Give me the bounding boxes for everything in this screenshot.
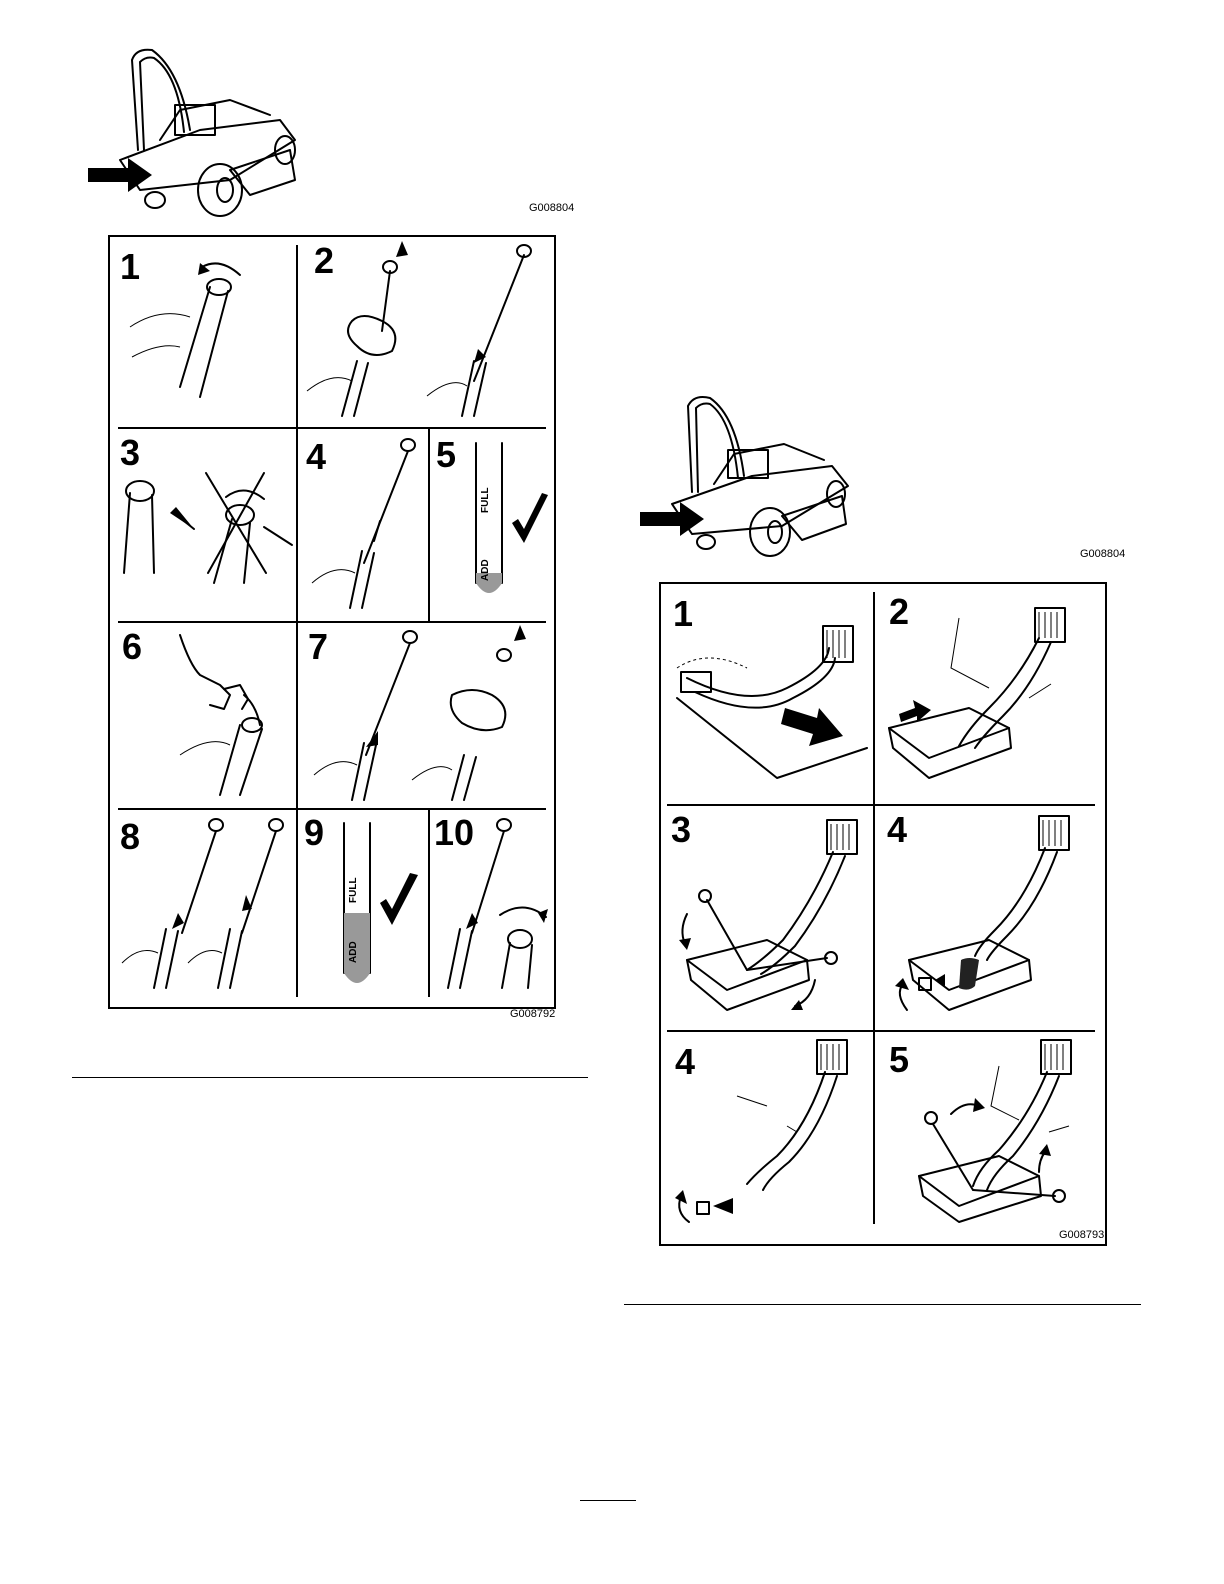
dipstick-full-label: FULL	[348, 877, 359, 903]
oil-drain-procedure-grid: 1 2 3 4 4 5	[659, 582, 1107, 1246]
dipstick-wipe-illustration	[302, 241, 542, 421]
drain-plug-install-illustration	[667, 1036, 877, 1226]
figure-id: G008804	[529, 202, 574, 214]
mower-illustration-right	[636, 392, 876, 562]
dipstick-reinsert-illustration	[118, 813, 298, 993]
figure-id: G008804	[1080, 548, 1125, 560]
figure-id: G008792	[510, 1008, 555, 1020]
drain-plug-remove-illustration	[879, 810, 1089, 1030]
dipstick-procedure-grid: 1 2 3 4 5 6 7 8 9 10	[108, 235, 556, 1009]
section-divider	[624, 1304, 1141, 1305]
dipstick-level-full-illustration: ADD FULL	[432, 433, 552, 613]
section-divider	[72, 1077, 588, 1078]
dipstick-tube-illustration	[120, 247, 300, 427]
dipstick-recheck-illustration	[302, 625, 542, 805]
cap-tighten-illustration	[432, 813, 552, 993]
dipstick-add-label: ADD	[348, 941, 359, 963]
drain-wrench-loosen-illustration	[667, 810, 877, 1030]
drain-pan-position-illustration	[879, 598, 1089, 798]
add-oil-illustration	[120, 625, 300, 805]
page-number-rule	[580, 1500, 636, 1501]
drain-wrench-tighten-illustration	[879, 1036, 1089, 1226]
figure-id: G008793	[1059, 1229, 1104, 1241]
dipstick-full-label: FULL	[480, 487, 491, 513]
drain-hose-release-illustration	[667, 598, 867, 798]
cap-seat-illustration	[114, 433, 294, 613]
dipstick-insert-illustration	[300, 433, 430, 613]
mower-illustration-left	[80, 40, 340, 220]
dipstick-level-verify-illustration: ADD FULL	[300, 813, 430, 993]
dipstick-add-label: ADD	[480, 559, 491, 581]
